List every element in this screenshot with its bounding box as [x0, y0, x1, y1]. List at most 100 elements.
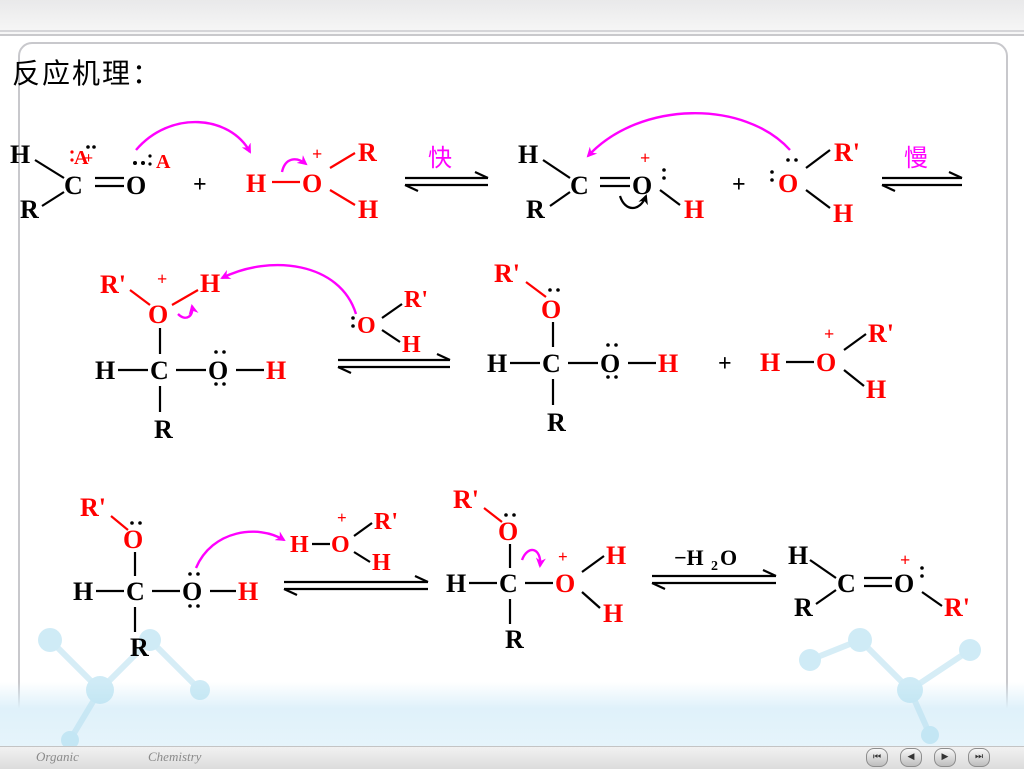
row1-plus-2: + [732, 172, 746, 198]
svg-text:R': R' [80, 493, 106, 522]
svg-text:C: C [64, 171, 83, 200]
svg-text:O: O [208, 356, 228, 385]
svg-text:C: C [499, 569, 518, 598]
row1-alcohol: O R' H [770, 138, 860, 228]
first-slide-icon[interactable]: ⏮ [866, 748, 888, 767]
svg-text:H: H [446, 569, 466, 598]
svg-text:R: R [547, 408, 566, 437]
svg-text:C: C [150, 356, 169, 385]
decor-band [0, 682, 1024, 748]
svg-text:+: + [640, 148, 650, 168]
row2-oxonium-adduct: R' + H O H C O H R [95, 269, 286, 444]
eq-arrow-1 [404, 171, 489, 192]
eq-arrow-4 [283, 575, 429, 596]
svg-text:C: C [570, 171, 589, 200]
top-rule [0, 30, 1024, 32]
svg-text:R: R [794, 593, 813, 622]
svg-text:H: H [73, 577, 93, 606]
svg-text:+: + [337, 508, 347, 527]
row3-oxonium: R' O H C O + H H R [446, 485, 626, 654]
svg-text:R': R' [494, 259, 520, 288]
label-slow: 慢 [904, 144, 928, 172]
svg-text:+: + [900, 550, 910, 570]
arrow-bond-break [280, 155, 308, 173]
decor-molecule-left [38, 628, 210, 749]
arrow-carbocation [618, 194, 648, 210]
svg-text:O: O [182, 577, 202, 606]
svg-text:+: + [312, 144, 322, 164]
previous-slide-icon[interactable]: ◀ [900, 748, 922, 767]
svg-text:A: A [74, 147, 89, 169]
svg-text:O: O [302, 169, 322, 198]
svg-text:O: O [541, 295, 561, 324]
svg-text:H: H [603, 599, 623, 628]
svg-text:O: O [600, 349, 620, 378]
row2-hemiacetal: R' O H C O H R [487, 259, 678, 437]
row3-protonated-alcohol: H O + R' H [290, 508, 398, 576]
svg-text:R: R [358, 138, 377, 167]
arrow-deprotonate [177, 304, 199, 319]
svg-text:O: O [816, 348, 836, 377]
svg-text:R': R' [868, 319, 894, 348]
row1-aldehyde: H R C O A + A [10, 140, 171, 224]
row1-protonated-aldehyde: H R C O + H [518, 140, 704, 224]
svg-text:H: H [866, 375, 886, 404]
svg-text:A: A [156, 151, 171, 173]
svg-text:R: R [130, 633, 149, 662]
svg-text:H: H [402, 332, 421, 358]
svg-text:H: H [200, 269, 220, 298]
slide-title: 反应机理： [12, 57, 163, 90]
label-fast: 快 [428, 144, 452, 172]
svg-text:R': R' [944, 593, 970, 622]
next-slide-icon[interactable]: ▶ [934, 748, 956, 767]
arrow-leave-water [520, 548, 546, 568]
svg-text:O: O [894, 569, 914, 598]
eq-arrow-3 [337, 353, 451, 374]
svg-text:+: + [824, 324, 834, 344]
svg-text:O: O [357, 313, 376, 339]
svg-text:R': R' [834, 138, 860, 167]
svg-text:H: H [95, 356, 115, 385]
svg-text:O: O [123, 525, 143, 554]
svg-text:O: O [331, 532, 350, 558]
svg-text:R: R [526, 195, 545, 224]
row2-protonated-alcohol: H O + R' H [760, 319, 894, 404]
svg-text:H: H [266, 356, 286, 385]
svg-text:H: H [358, 195, 378, 224]
svg-text:H: H [290, 532, 309, 558]
eq-arrow-5 [651, 569, 777, 590]
svg-text:C: C [542, 349, 561, 378]
footer-chemistry: Chemistry [148, 749, 202, 764]
svg-text:+: + [84, 150, 93, 167]
svg-text:+: + [157, 269, 167, 289]
svg-text:2: 2 [711, 559, 718, 574]
arrow-protonation [135, 120, 252, 154]
svg-text:O: O [498, 517, 518, 546]
svg-text:H: H [606, 541, 626, 570]
row1-plus-1: + [193, 172, 207, 198]
svg-text:O: O [148, 300, 168, 329]
svg-text:H: H [487, 349, 507, 378]
svg-text:R: R [505, 625, 524, 654]
svg-text:O: O [720, 545, 737, 570]
arrow-base [220, 263, 358, 315]
footer-organic: Organic [36, 749, 79, 764]
row1-hydronium: H O + R H [246, 138, 378, 224]
arrow-alcohol-attack [586, 112, 791, 158]
arrow-protonate-oh [194, 530, 286, 569]
decor-molecule-right [799, 628, 981, 744]
svg-text:O: O [126, 171, 146, 200]
svg-text:H: H [246, 169, 266, 198]
svg-text:H: H [760, 348, 780, 377]
slide-frame [18, 42, 1008, 752]
svg-text:+: + [558, 547, 568, 566]
svg-text:R': R' [404, 287, 428, 313]
svg-text:−H: −H [674, 545, 704, 570]
row3-oxocarbenium: H R C O + R' [788, 541, 970, 622]
svg-text:R: R [20, 195, 39, 224]
svg-text:C: C [126, 577, 145, 606]
row3-hemiacetal: R' O H C O H R [73, 493, 258, 662]
last-slide-icon[interactable]: ⏭ [968, 748, 990, 767]
eq-arrow-2 [881, 171, 963, 192]
